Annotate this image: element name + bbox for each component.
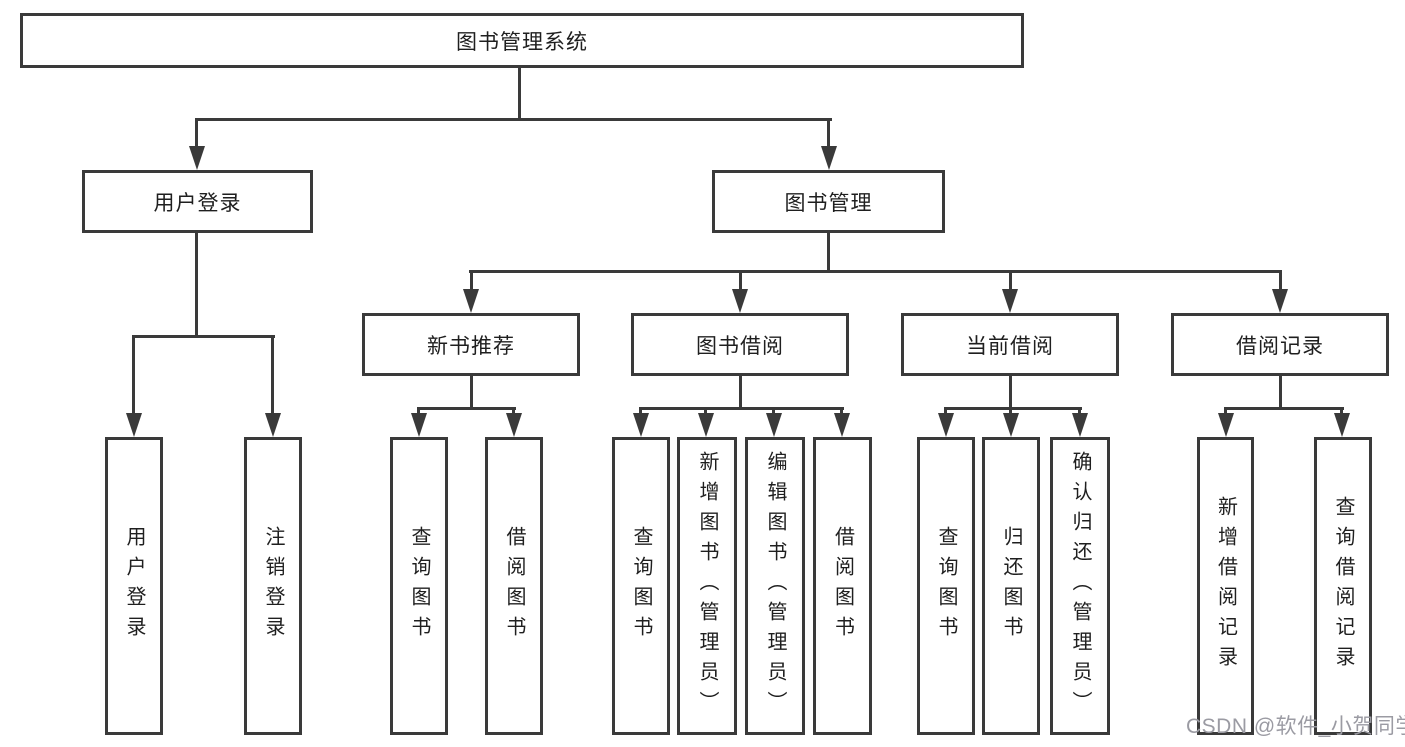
leaf-label: 查询图书	[935, 526, 957, 646]
connector-drop	[1009, 407, 1012, 417]
arrow-down-icon	[1334, 413, 1350, 437]
connector-drop	[195, 118, 198, 152]
node-label: 借阅记录	[1236, 334, 1324, 358]
connector-userlogin-rail	[133, 335, 275, 338]
leaf-query-books-current: 查询图书	[917, 437, 975, 735]
node-label: 用户登录	[153, 191, 242, 215]
connector-level1-rail	[196, 118, 832, 121]
connector-drop	[639, 407, 642, 417]
node-library-management-system: 图书管理系统	[20, 13, 1024, 68]
arrow-down-icon	[633, 413, 649, 437]
leaf-user-login: 用户登录	[105, 437, 163, 735]
connector-borrow-rail	[640, 407, 844, 410]
node-label: 新书推荐	[427, 334, 515, 358]
connector-stem	[1279, 376, 1282, 409]
arrow-down-icon	[126, 413, 142, 437]
connector-drop	[271, 335, 274, 415]
arrow-down-icon	[265, 413, 281, 437]
connector-drop	[1224, 407, 1227, 417]
arrow-down-icon	[732, 289, 748, 313]
arrow-down-icon	[938, 413, 954, 437]
connector-root-stem	[518, 68, 521, 120]
node-borrowing-records: 借阅记录	[1171, 313, 1389, 376]
leaf-label: 查询图书	[630, 526, 652, 646]
connector-bookmgmt-stem	[827, 233, 830, 272]
leaf-label: 归还图书	[1000, 526, 1022, 646]
node-label: 图书管理系统	[456, 30, 588, 54]
leaf-add-books-admin: 新增图书（管理员）	[677, 437, 737, 735]
connector-stem	[470, 376, 473, 409]
connector-drop	[704, 407, 707, 417]
leaf-logout: 注销登录	[244, 437, 302, 735]
arrow-down-icon	[411, 413, 427, 437]
node-book-borrowing: 图书借阅	[631, 313, 849, 376]
arrow-down-icon	[821, 146, 837, 170]
arrow-down-icon	[1218, 413, 1234, 437]
leaf-return-books: 归还图书	[982, 437, 1040, 735]
connector-drop	[827, 118, 830, 152]
arrow-down-icon	[698, 413, 714, 437]
arrow-down-icon	[1072, 413, 1088, 437]
leaf-borrow-books-recommend: 借阅图书	[485, 437, 543, 735]
node-label: 图书借阅	[696, 334, 784, 358]
leaf-label: 新增借阅记录	[1214, 496, 1237, 676]
connector-stem	[739, 376, 742, 409]
connector-newbook-rail	[418, 407, 516, 410]
leaf-label: 借阅图书	[503, 526, 525, 646]
leaf-query-books-recommend: 查询图书	[390, 437, 448, 735]
connector-userlogin-stem	[195, 233, 198, 337]
arrow-down-icon	[834, 413, 850, 437]
leaf-label: 用户登录	[123, 526, 145, 646]
connector-drop	[417, 407, 420, 417]
connector-current-rail	[945, 407, 1082, 410]
leaf-edit-books-admin: 编辑图书（管理员）	[745, 437, 805, 735]
connector-records-rail	[1225, 407, 1344, 410]
connector-drop	[840, 407, 843, 417]
connector-drop	[512, 407, 515, 417]
leaf-label: 编辑图书（管理员）	[764, 451, 786, 721]
leaf-label: 查询图书	[408, 526, 430, 646]
connector-drop	[739, 270, 742, 292]
arrow-down-icon	[189, 146, 205, 170]
node-user-login: 用户登录	[82, 170, 313, 233]
connector-stem	[1009, 376, 1012, 409]
arrow-down-icon	[506, 413, 522, 437]
leaf-label: 新增图书（管理员）	[696, 451, 718, 721]
node-book-management: 图书管理	[712, 170, 945, 233]
connector-drop	[1009, 270, 1012, 292]
node-new-book-recommendation: 新书推荐	[362, 313, 580, 376]
node-label: 图书管理	[784, 191, 873, 215]
node-current-borrowing: 当前借阅	[901, 313, 1119, 376]
connector-level2-rail	[469, 270, 1282, 273]
leaf-label: 确认归还（管理员）	[1069, 451, 1091, 721]
leaf-confirm-return-admin: 确认归还（管理员）	[1050, 437, 1110, 735]
csdn-watermark: CSDN @软件_小贺同学	[1186, 715, 1405, 738]
leaf-label: 借阅图书	[831, 526, 854, 646]
connector-drop	[470, 270, 473, 292]
connector-drop	[1279, 270, 1282, 292]
leaf-label: 注销登录	[262, 526, 284, 646]
arrow-down-icon	[1272, 289, 1288, 313]
arrow-down-icon	[1002, 289, 1018, 313]
connector-drop	[1078, 407, 1081, 417]
arrow-down-icon	[463, 289, 479, 313]
connector-drop	[132, 335, 135, 415]
leaf-label: 查询借阅记录	[1332, 496, 1354, 676]
arrow-down-icon	[1003, 413, 1019, 437]
connector-drop	[772, 407, 775, 417]
leaf-borrow-books: 借阅图书	[813, 437, 872, 735]
leaf-query-books-borrowing: 查询图书	[612, 437, 670, 735]
node-label: 当前借阅	[966, 334, 1054, 358]
arrow-down-icon	[766, 413, 782, 437]
connector-drop	[1340, 407, 1343, 417]
connector-drop	[944, 407, 947, 417]
leaf-query-borrow-record: 查询借阅记录	[1314, 437, 1372, 735]
leaf-add-borrow-record: 新增借阅记录	[1197, 437, 1254, 735]
